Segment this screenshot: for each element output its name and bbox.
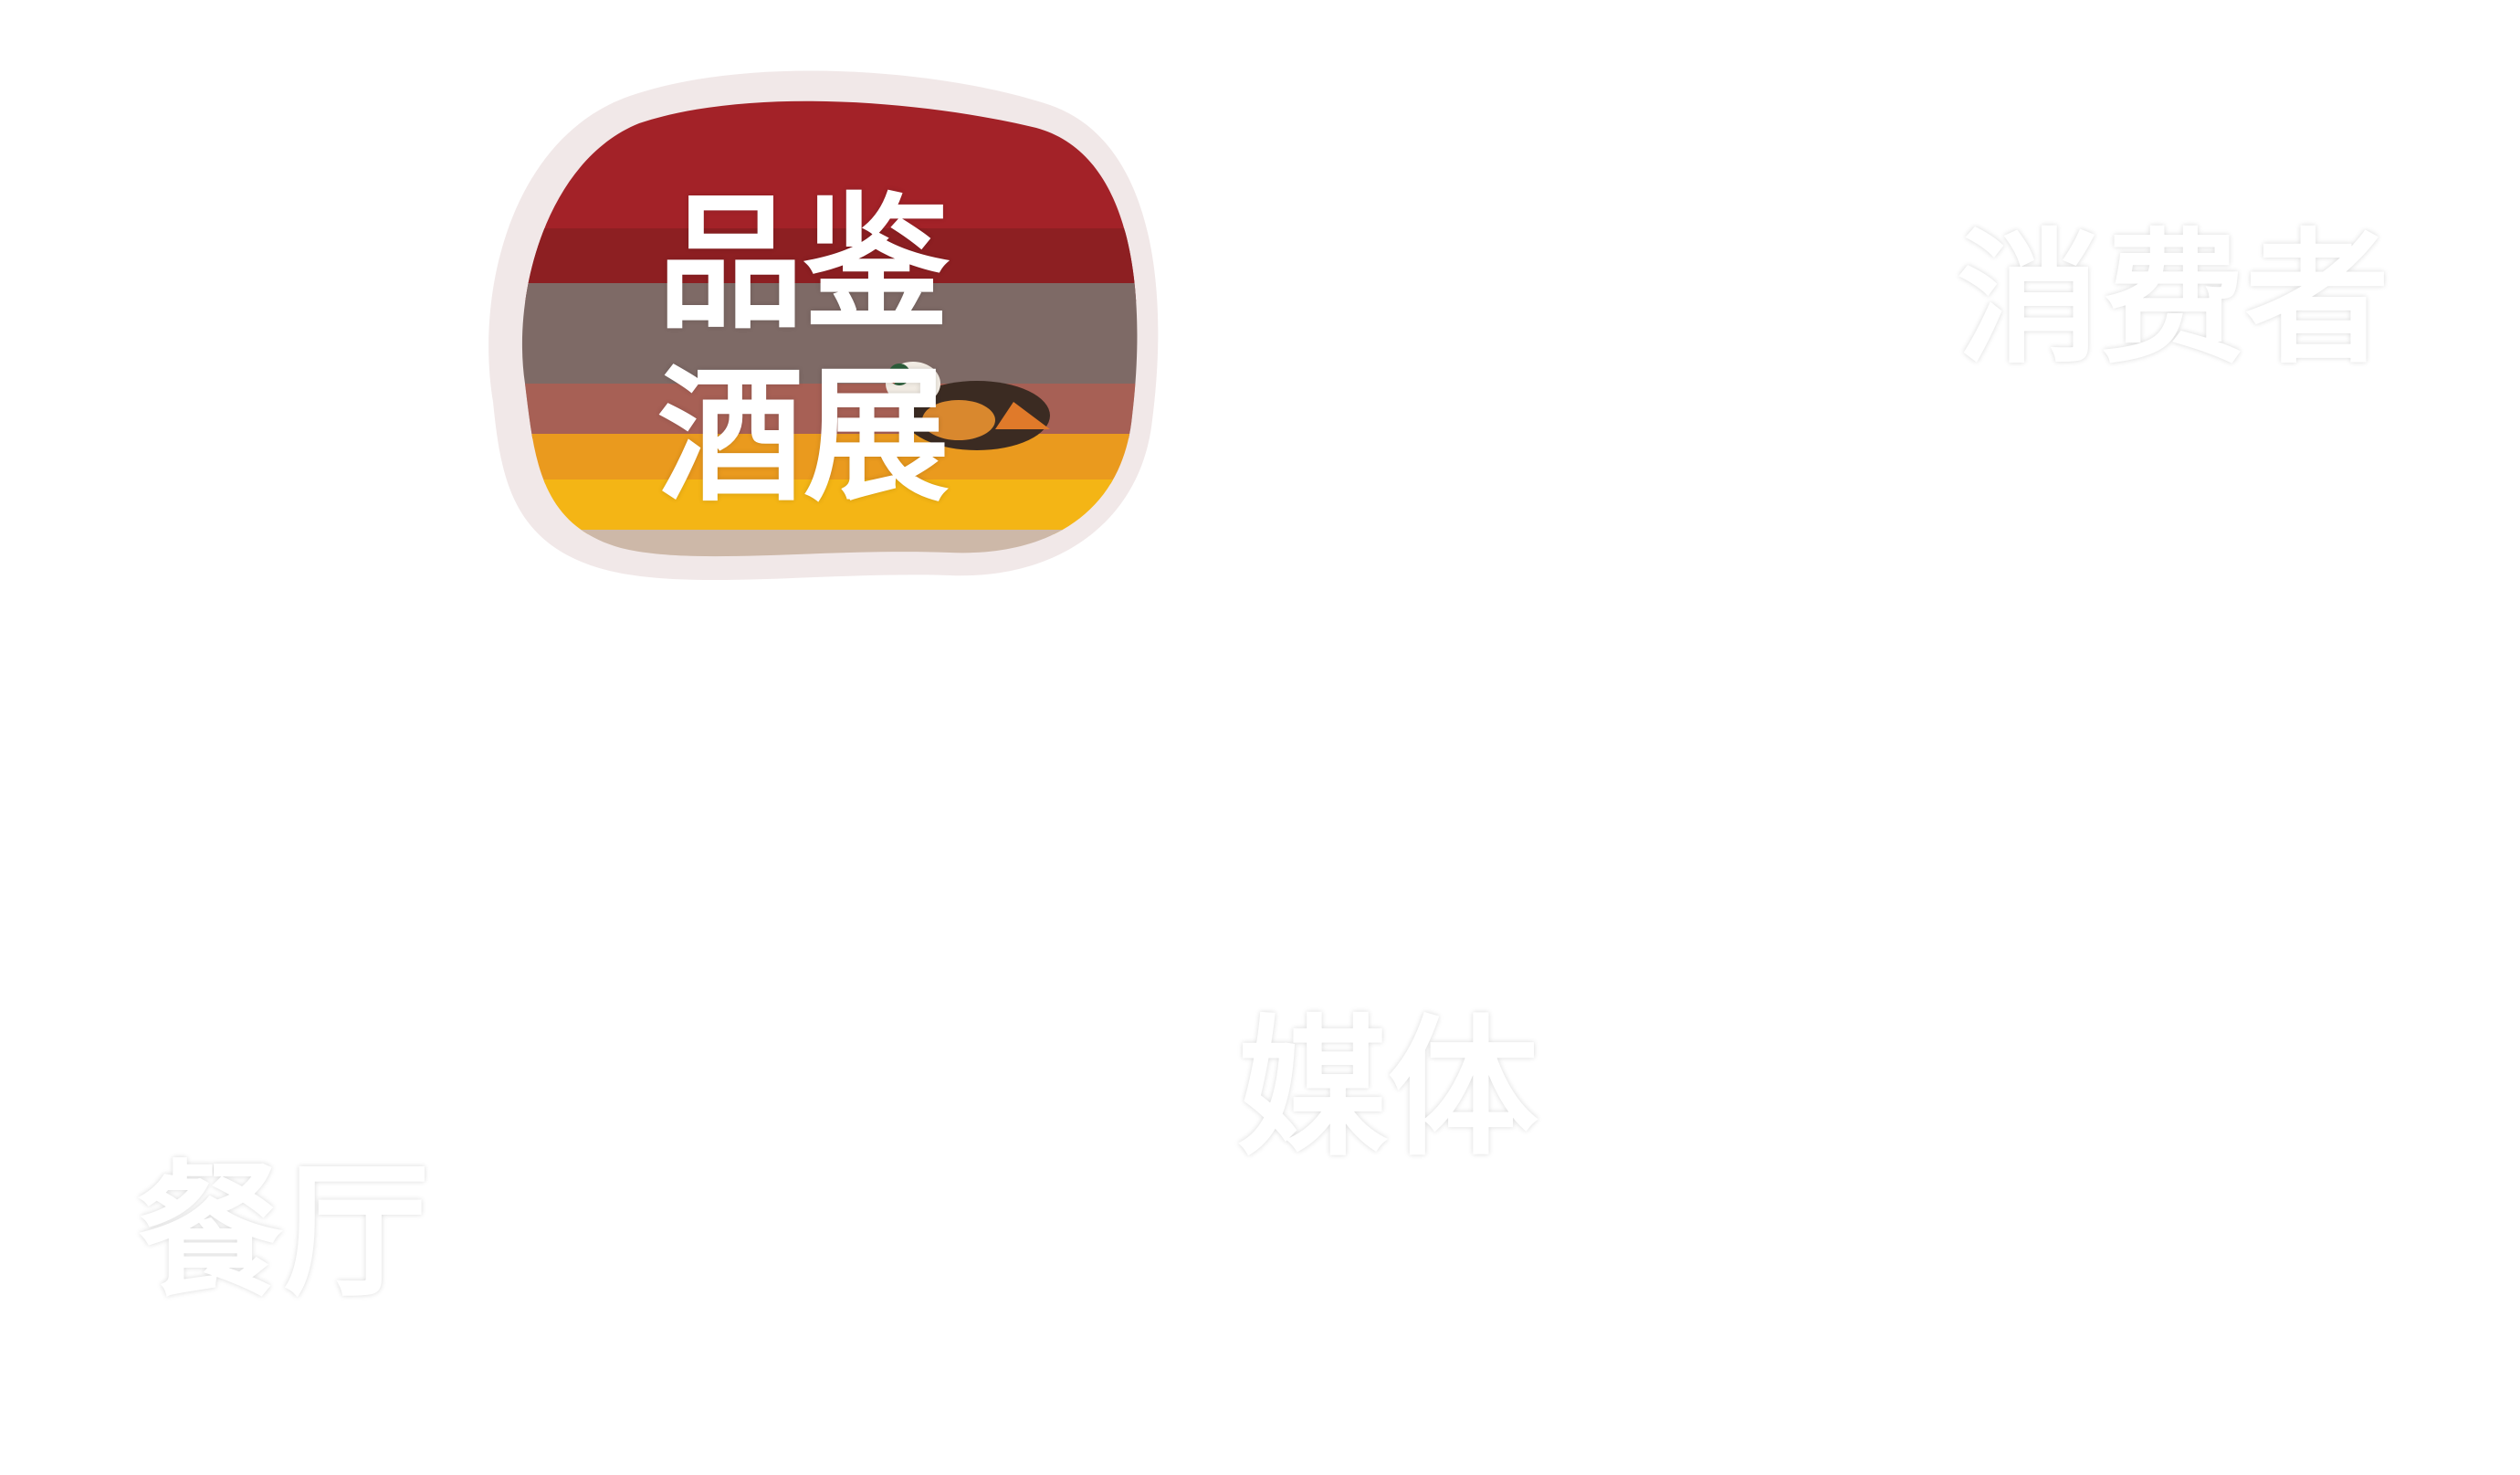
node-label-line-2: 酒展 [656, 350, 950, 522]
node-label-consumer: 消费者 [1957, 216, 2389, 384]
node-label-line-1: 品鉴 [656, 178, 950, 349]
node-label-tasting-exhibition: 品鉴 酒展 [630, 178, 977, 523]
tasting-photo [521, 100, 1138, 557]
mandarin-duck-icon [877, 362, 1050, 450]
node-label-media: 媒体 [1237, 1001, 1538, 1176]
node-tasting-exhibition [488, 70, 1159, 581]
node-label-restaurant: 餐厅 [136, 1146, 429, 1317]
